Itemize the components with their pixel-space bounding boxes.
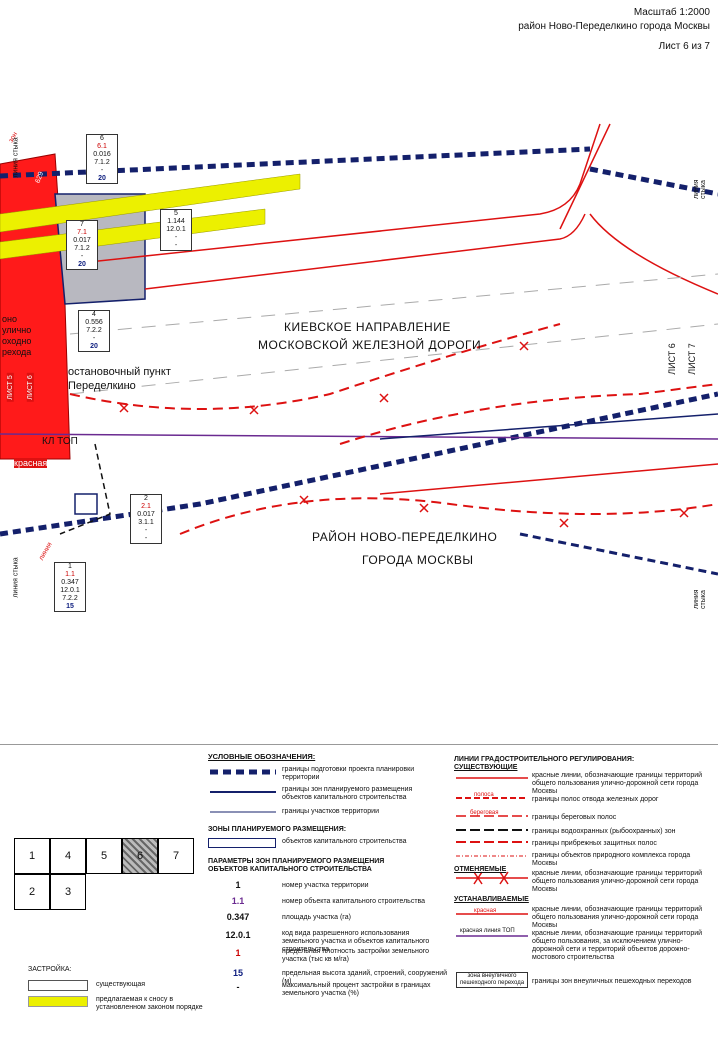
- project-boundary-top-right: [589, 166, 718, 197]
- left-text-3: рехода: [2, 347, 32, 357]
- legend-cancelled-item: красные линии, обозначающие границы терр…: [532, 870, 703, 893]
- param-sym-4: 1: [235, 948, 241, 958]
- legend-zones-title: ЗОНЫ ПЛАНИРУЕМОГО РАЗМЕЩЕНИЯ:: [208, 826, 347, 833]
- project-boundary-bottom: [0, 391, 718, 537]
- legend-line-samples: [210, 769, 276, 813]
- legend-title: УСЛОВНЫЕ ОБОЗНАЧЕНИЯ:: [208, 752, 316, 761]
- building-demolish-swatch: [28, 996, 88, 1007]
- sheet-cell: 3: [50, 874, 86, 910]
- params-title-2: ОБЪЕКТОВ КАПИТАЛЬНОГО СТРОИТЕЛЬСТВА: [208, 866, 372, 873]
- params-title-1: ПАРАМЕТРЫ ЗОН ПЛАНИРУЕМОГО РАЗМЕЩЕНИЯ: [208, 858, 385, 865]
- yellow-strip-1: [0, 173, 301, 233]
- building-existing-swatch: [28, 980, 88, 991]
- stitch-line-top-left: линия стыка: [12, 137, 20, 178]
- sheet-number: Лист 6 из 7: [658, 41, 710, 52]
- param-text-6: максимальный процент застройки в граница…: [282, 982, 431, 997]
- stitch-line-bottom-left: линия стыка: [12, 557, 20, 598]
- road-line-4: [589, 213, 718, 295]
- legend-established-2: границы зон внеуличных пешеходных перехо…: [532, 978, 692, 985]
- district-label-1: РАЙОН НОВО-ПЕРЕДЕЛКИНО: [312, 530, 498, 544]
- legend-item-project: границы подготовки проекта планировки те…: [282, 766, 415, 781]
- sheet-cell: 7: [158, 838, 194, 874]
- param-text-2: площадь участка (га): [282, 914, 351, 921]
- tag-zone-crossing: зона внеуличного пешеходного перехода: [456, 972, 528, 988]
- legend-established-1: красные линии, обозначающие границы терр…: [532, 930, 703, 961]
- road-line-2: [144, 213, 586, 290]
- param-text-5: предельная высота зданий, строений, соор…: [282, 970, 448, 985]
- stitch-line-top-right: линия стыка: [693, 179, 707, 199]
- legend-right-samples: [456, 777, 528, 937]
- param-sym-2: 0.347: [226, 912, 250, 922]
- legend-right-item-1: границы полос отвода железных дорог: [532, 796, 659, 803]
- legend-zone-swatch: [208, 838, 276, 848]
- legend-right-item-5: границы объектов природного комплекса го…: [532, 852, 691, 867]
- tag-krasnaya-top: красная линия ТОП: [460, 928, 515, 934]
- kl-top-label: КЛ ТОП: [42, 436, 78, 447]
- rail-label-1: КИЕВСКОЕ НАПРАВЛЕНИЕ: [284, 320, 451, 334]
- map-district-title: район Ново-Переделкино города Москвы: [518, 21, 710, 32]
- road-line-1: [69, 123, 601, 265]
- tag-bereg: береговая: [470, 810, 499, 816]
- legend-item-zones: границы зон планируемого размещения объе…: [282, 786, 413, 801]
- left-text-1: улично: [2, 325, 32, 335]
- sheet-cell: 1: [14, 838, 50, 874]
- sheet-cell-current: 6: [122, 838, 158, 874]
- legend-cancelled: ОТМЕНЯЕМЫЕ: [454, 866, 507, 873]
- param-sym-5: 15: [232, 968, 243, 978]
- left-text-0: оно: [2, 314, 17, 324]
- map-scale: Масштаб 1:2000: [633, 7, 710, 18]
- legend-established: УСТАНАВЛИВАЕМЫЕ: [454, 896, 529, 903]
- legend-right-title: ЛИНИИ ГРАДОСТРОИТЕЛЬНОГО РЕГУЛИРОВАНИЯ:: [454, 756, 635, 763]
- left-text-2: оходно: [2, 336, 32, 346]
- district-label-2: ГОРОДА МОСКВЫ: [362, 553, 474, 567]
- sheet6-left: ЛИСТ 6: [26, 373, 34, 402]
- param-sym-0: 1: [235, 880, 241, 890]
- legend-existing: СУЩЕСТВУЮЩИЕ: [454, 764, 518, 771]
- param-text-3: код вида разрешенного использования земе…: [282, 930, 430, 953]
- stop-label-2: Переделкино: [68, 380, 136, 392]
- param-text-0: номер участка территории: [282, 882, 369, 889]
- legend-right-item-2: границы береговых полос: [532, 814, 617, 821]
- legend-right-item-0: красные линии, обозначающие границы терр…: [532, 772, 703, 795]
- sheet6-right: ЛИСТ 6: [666, 343, 677, 375]
- param-sym-6: -: [236, 982, 240, 992]
- param-sym-1: 1.1: [231, 896, 245, 906]
- sheet-cell: 2: [14, 874, 50, 910]
- zone-red-main: [0, 153, 71, 460]
- sheet-cell: 4: [50, 838, 86, 874]
- building-existing: существующая: [96, 981, 146, 988]
- building-demolish: предлагаемая к сносу в установленном зак…: [96, 996, 203, 1011]
- left-text-block: оно улично оходно рехода: [2, 314, 31, 358]
- krasnaya-label: красная: [14, 458, 48, 468]
- sheet7-right: ЛИСТ 7: [686, 343, 697, 375]
- param-sym-3: 12.0.1: [225, 930, 251, 940]
- legend-right-item-4: границы прибрежных защитных полос: [532, 840, 657, 847]
- param-text-4: предельная плотность застройки земельног…: [282, 948, 430, 963]
- tag-krasnaya: красная: [474, 908, 497, 914]
- cross-marks: [119, 341, 689, 528]
- legend-right-item-3: границы водоохранных (рыбоохранных) зон: [532, 828, 676, 835]
- sheet5-left: ЛИСТ 5: [6, 373, 14, 402]
- legend-established-0: красные линии, обозначающие границы терр…: [532, 906, 703, 929]
- rail-label-2: МОСКОВСКОЙ ЖЕЛЕЗНОЙ ДОРОГИ: [258, 338, 482, 352]
- map-area: КИЕВСКОЕ НАПРАВЛЕНИЕ МОСКОВСКОЙ ЖЕЛЕЗНОЙ…: [0, 64, 718, 744]
- building-title: ЗАСТРОЙКА:: [28, 966, 72, 973]
- legend-zones-item: объектов капитального строительства: [282, 838, 407, 845]
- stitch-line-bottom-right: линия стыка: [693, 589, 707, 609]
- tag-polosa: полоса: [474, 792, 494, 798]
- stop-label-1: остановочный пункт: [68, 366, 171, 378]
- sheet-cell: 5: [86, 838, 122, 874]
- road-line-3: [559, 123, 611, 230]
- param-text-1: номер объекта капитального строительства: [282, 898, 426, 905]
- legend-item-plots: границы участков территории: [282, 808, 379, 815]
